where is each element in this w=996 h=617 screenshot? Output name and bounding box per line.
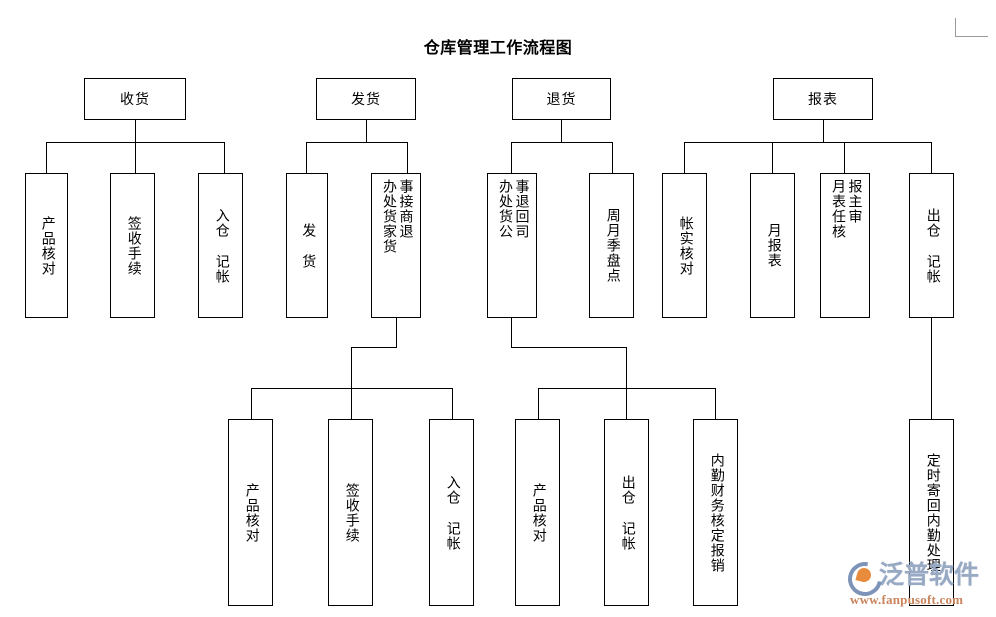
node-header-baobiao[interactable]: 报表 xyxy=(773,78,873,120)
connector-baobiao-drop-4 xyxy=(931,142,932,173)
node-tuihuo-return-to-company[interactable]: 事退回司 办处货公 xyxy=(487,173,537,318)
connector-tuihuo-drop-2 xyxy=(612,142,613,173)
connector-baobiao-bus xyxy=(684,142,931,143)
connector-baobiao-drop-1 xyxy=(684,142,685,173)
connector-baobiao-stem xyxy=(823,120,824,142)
page-title: 仓库管理工作流程图 xyxy=(423,40,573,57)
node-label: 出仓 记帐 xyxy=(924,207,940,284)
node-baobiao-outbound-record[interactable]: 出仓 记帐 xyxy=(909,173,954,318)
connector-tuihuo-bus xyxy=(511,142,612,143)
connector-tuihuo-sub-drop-2 xyxy=(626,388,627,419)
node-tuihuo-sub-outbound-record[interactable]: 出仓 记帐 xyxy=(604,419,649,606)
node-fahuo-sub-signoff[interactable]: 签收手续 xyxy=(328,419,373,606)
fanpu-logo-icon xyxy=(841,555,889,603)
connector-tuihuo-sub-jog xyxy=(511,347,626,348)
connector-fahuo-sub-drop-2 xyxy=(351,388,352,419)
connector-fahuo-sub-stem-a xyxy=(396,318,397,347)
node-label: 收货 xyxy=(120,93,150,108)
connector-fahuo-drop-2 xyxy=(407,142,408,173)
node-label: 内勤财务核定报销 xyxy=(708,452,724,573)
node-label-col-left: 办处货家货 xyxy=(381,179,396,254)
node-label: 发 货 xyxy=(300,222,316,269)
node-label: 周月季盘点 xyxy=(604,208,620,283)
node-header-tuihuo[interactable]: 退货 xyxy=(512,78,611,120)
node-fahuo-sub-inbound-record[interactable]: 入仓 记帐 xyxy=(429,419,474,606)
node-label: 入仓 记帐 xyxy=(213,207,229,284)
node-label-col-left: 办处货公 xyxy=(497,179,512,239)
node-baobiao-monthly-report[interactable]: 月报表 xyxy=(750,173,795,318)
node-fahuo-handle-return[interactable]: 事接商退 办处货家货 xyxy=(371,173,421,318)
connector-fahuo-sub-stem-b xyxy=(351,347,352,388)
node-label: 月报表 xyxy=(765,223,781,268)
node-header-fahuo[interactable]: 发货 xyxy=(316,78,416,120)
connector-shouhuo-drop-2 xyxy=(135,142,136,173)
connector-baobiao-drop-3 xyxy=(844,142,845,173)
connector-fahuo-drop-1 xyxy=(306,142,307,173)
connector-shouhuo-drop-3 xyxy=(224,142,225,173)
connector-tuihuo-drop-1 xyxy=(511,142,512,173)
connector-shouhuo-drop-1 xyxy=(46,142,47,173)
node-shouhuo-product-check[interactable]: 产品核对 xyxy=(25,173,68,318)
node-label-col-right: 报主审 xyxy=(846,179,862,224)
node-label: 签收手续 xyxy=(343,482,359,543)
page-corner-mark xyxy=(955,18,988,37)
node-label: 产品核对 xyxy=(243,482,259,543)
node-tuihuo-periodic-stocktake[interactable]: 周月季盘点 xyxy=(589,173,634,318)
connector-baobiao-drop-2 xyxy=(772,142,773,173)
node-label: 帐实核对 xyxy=(677,215,693,276)
node-label: 定时寄回内勤处理 xyxy=(924,452,940,573)
connector-tuihuo-sub-stem-b xyxy=(626,347,627,388)
node-label-col-right: 事退回司 xyxy=(513,179,529,239)
node-label-col-left: 月表任核 xyxy=(830,179,845,239)
node-label-col-right: 事接商退 xyxy=(397,179,413,239)
connector-tuihuo-sub-drop-3 xyxy=(715,388,716,419)
node-label: 产品核对 xyxy=(39,215,55,276)
connector-baobiao-sub-stem xyxy=(931,318,932,419)
node-fahuo-sub-product-check[interactable]: 产品核对 xyxy=(228,419,273,606)
node-baobiao-ledger-check[interactable]: 帐实核对 xyxy=(662,173,707,318)
node-header-shouhuo[interactable]: 收货 xyxy=(84,78,186,120)
connector-tuihuo-stem xyxy=(561,120,562,142)
connector-fahuo-sub-drop-3 xyxy=(452,388,453,419)
node-label: 签收手续 xyxy=(125,215,141,276)
node-label: 产品核对 xyxy=(530,482,546,543)
node-baobiao-director-review[interactable]: 报主审 月表任核 xyxy=(820,173,870,318)
node-shouhuo-signoff[interactable]: 签收手续 xyxy=(110,173,155,318)
node-label: 出仓 记帐 xyxy=(619,474,635,551)
node-baobiao-sub-mail-back[interactable]: 定时寄回内勤处理 xyxy=(909,419,954,606)
node-fahuo-ship[interactable]: 发 货 xyxy=(286,173,328,318)
node-label: 退货 xyxy=(546,93,577,108)
connector-fahuo-stem xyxy=(366,120,367,142)
connector-tuihuo-sub-stem-a xyxy=(511,318,512,347)
connector-fahuo-sub-drop-1 xyxy=(251,388,252,419)
connector-fahuo-sub-jog xyxy=(351,347,397,348)
node-tuihuo-sub-finance-reimburse[interactable]: 内勤财务核定报销 xyxy=(693,419,738,606)
node-label: 入仓 记帐 xyxy=(444,474,460,551)
node-shouhuo-inbound-record[interactable]: 入仓 记帐 xyxy=(198,173,243,318)
connector-tuihuo-sub-drop-1 xyxy=(538,388,539,419)
node-label: 发货 xyxy=(351,93,381,108)
node-label: 报表 xyxy=(808,93,838,108)
node-tuihuo-sub-product-check[interactable]: 产品核对 xyxy=(515,419,560,606)
connector-fahuo-bus xyxy=(306,142,407,143)
connector-shouhuo-stem xyxy=(135,120,136,142)
